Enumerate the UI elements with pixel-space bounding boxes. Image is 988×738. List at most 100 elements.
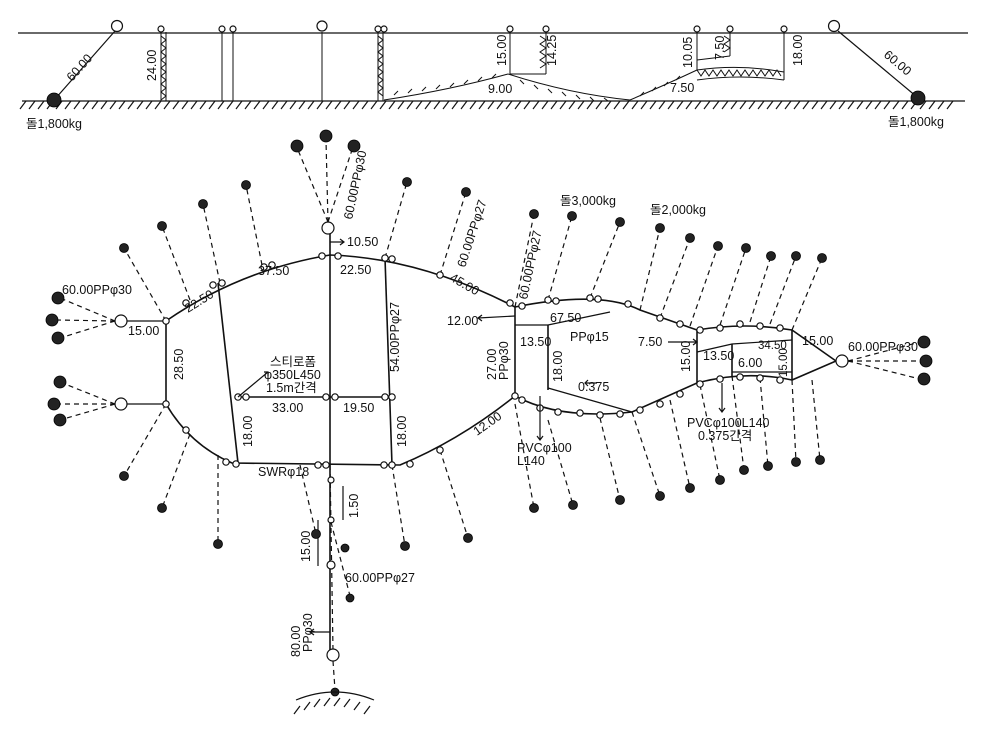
dim-37-50: 37.50 — [258, 264, 289, 278]
anchor-sinker — [529, 209, 539, 219]
trap-box-2-bottom — [696, 360, 837, 384]
net-wall-5 — [377, 32, 384, 101]
seabed-tick — [766, 100, 774, 110]
seabed-tick — [442, 100, 450, 110]
rope-float — [616, 410, 624, 418]
anchor-sinker — [400, 541, 410, 551]
surface-float — [827, 19, 841, 33]
dim-13-50-a: 13.50 — [520, 335, 551, 349]
stone-3000-label: 돌3,000kg — [560, 194, 616, 208]
seabed-tick — [541, 100, 549, 110]
rope-float — [242, 393, 250, 401]
dim-10-50: 10.50 — [347, 235, 378, 249]
anchor-sinker — [615, 217, 625, 227]
left-anchor-stone — [46, 92, 62, 108]
anchor-sinker — [655, 491, 665, 501]
seabed-tick — [19, 100, 27, 110]
surface-float — [374, 25, 382, 33]
rope-float — [182, 426, 190, 434]
seabed-tick — [469, 100, 477, 110]
seabed-tick — [667, 100, 675, 110]
anchor-rope-line — [514, 213, 535, 308]
rope-float — [756, 374, 764, 382]
dim-12-00-top: 12.00 — [447, 314, 478, 328]
anchor-sinker — [615, 495, 625, 505]
seabed-tick — [658, 100, 666, 110]
bottom-main-anchor — [293, 464, 375, 715]
seabed-tick — [154, 100, 162, 110]
dim-trap-2-wall: 18.00 — [791, 35, 805, 66]
anchor-rope-side-upper-spec: PPφ30 — [497, 341, 511, 380]
trap-1 — [383, 32, 631, 102]
anchor-sinker — [311, 529, 321, 539]
seabed-tick — [334, 100, 342, 110]
rope-float — [518, 302, 526, 310]
seabed-tick — [487, 100, 495, 110]
surface-float — [218, 25, 226, 33]
seabed-tick — [226, 100, 234, 110]
seabed-tick — [883, 100, 891, 110]
rope-float — [162, 317, 170, 325]
surface-float — [380, 25, 388, 33]
seabed-tick — [559, 100, 567, 110]
inner-frame-left — [217, 282, 239, 464]
seabed-tick — [694, 100, 702, 110]
anchor-sinker — [739, 465, 749, 475]
seabed-tick — [136, 100, 144, 110]
right-anchor-stone-label: 돌1,800kg — [888, 115, 944, 129]
anchor-rope-line — [547, 419, 574, 506]
seabed-tick — [505, 100, 513, 110]
note-styrofoam-3: 1.5m간격 — [266, 381, 317, 395]
note-styrofoam-2: φ350L450 — [264, 368, 321, 382]
surface-float — [542, 25, 550, 33]
seabed-tick — [901, 100, 909, 110]
anchor-rope-line — [161, 433, 191, 509]
seabed-tick — [640, 100, 648, 110]
rope-float — [586, 294, 594, 302]
seabed-tick — [829, 100, 837, 110]
anchor-rope-line — [589, 221, 621, 299]
seabed-tick — [712, 100, 720, 110]
rope-float — [594, 295, 602, 303]
anchor-sinker — [685, 483, 695, 493]
rope-float — [518, 396, 526, 404]
anchor-sinker — [119, 471, 129, 481]
left-anchor-stone-label: 돌1,800kg — [26, 117, 82, 131]
right-anchor-stone — [910, 90, 926, 106]
inner-frame-right — [384, 257, 393, 466]
rope-float — [656, 400, 664, 408]
rope-float — [209, 281, 217, 289]
note-pvc-right-2: 0.375간격 — [698, 429, 752, 443]
rope-float — [576, 409, 584, 417]
dim-left-anchor-rope: 60.00 — [64, 51, 95, 84]
dim-7-50: 7.50 — [638, 335, 662, 349]
seabed-tick — [721, 100, 729, 110]
note-styrofoam-1: 스티로폼 — [270, 355, 316, 369]
plan-view: 10.50 37.50 22.50 22.50 45.00 15.00 28.5… — [45, 129, 933, 715]
left-upper-anchor-float — [114, 314, 128, 328]
seabed-tick — [190, 100, 198, 110]
seabed-tick — [703, 100, 711, 110]
seabed-tick — [298, 100, 306, 110]
dim-1-50: 1.50 — [347, 494, 361, 518]
dim-13-50-b: 13.50 — [703, 349, 734, 363]
seabed-tick — [289, 100, 297, 110]
dim-trap-2-inner: 7.50 — [713, 36, 727, 60]
rope-float — [232, 460, 240, 468]
seabed-tick — [802, 100, 810, 110]
side-view: 60.00 60.00 24.00 15.00 9.00 14.25 10.05… — [18, 19, 968, 131]
seabed-tick — [91, 100, 99, 110]
seabed-tick — [631, 100, 639, 110]
rope-float — [636, 406, 644, 414]
rope-float — [322, 461, 330, 469]
dim-33-00: 33.00 — [272, 401, 303, 415]
seabed-tick — [109, 100, 117, 110]
seabed-tick — [595, 100, 603, 110]
seabed-tick — [253, 100, 261, 110]
seabed-tick — [379, 100, 387, 110]
dim-67-50: 67.50 — [550, 311, 581, 325]
anchor-sinker — [241, 180, 251, 190]
anchor-rope-line — [699, 384, 721, 481]
